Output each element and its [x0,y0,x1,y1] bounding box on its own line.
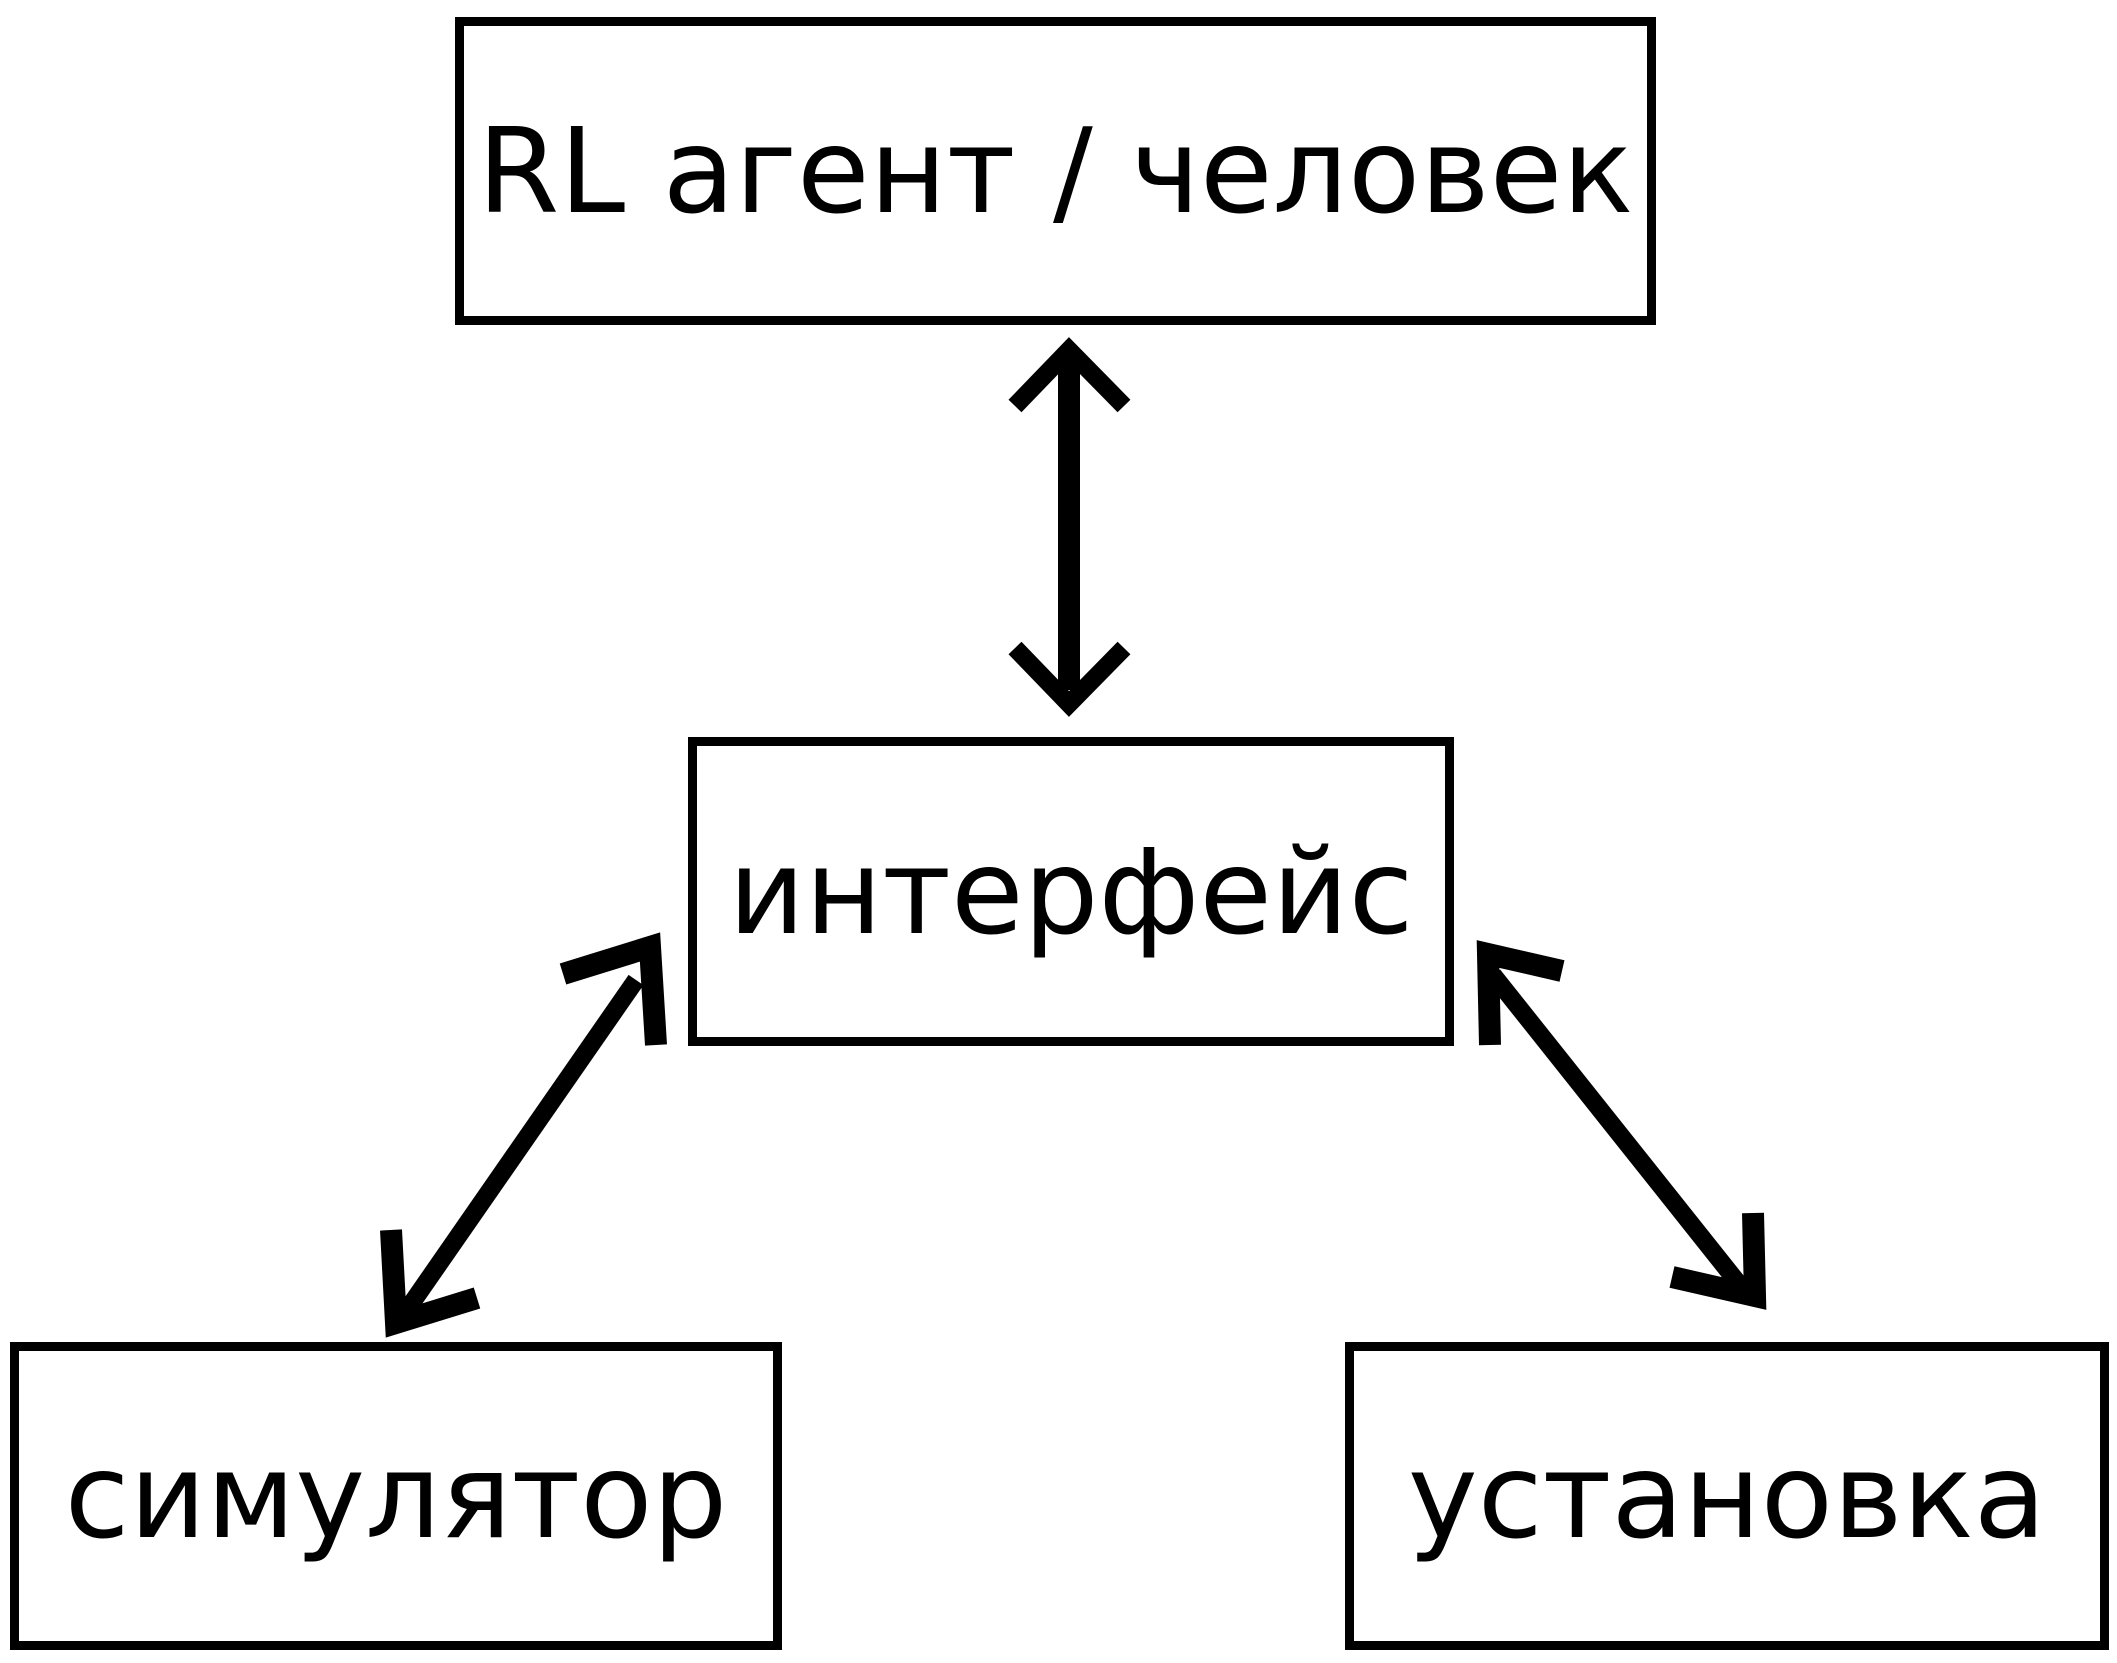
edge-interface-simulator [380,932,667,1338]
edge-agent-interface-arrowhead-bottom [1008,641,1131,717]
node-simulator-label: симулятор [64,1427,728,1565]
edge-interface-setup-arrowhead-bottom [1669,1212,1767,1310]
edge-interface-setup-arrowhead-top [1476,940,1565,1046]
edge-interface-simulator-arrowhead-bottom [380,1229,481,1338]
edge-interface-simulator-shaft [392,974,644,1326]
node-simulator: симулятор [10,1342,782,1650]
node-setup-label: установка [1407,1427,2047,1565]
node-rl-agent-human: RL агент / человек [455,17,1656,325]
node-setup: установка [1345,1342,2109,1650]
node-interface-label: интерфейс [728,822,1414,961]
node-rl-agent-human-label: RL агент / человек [477,102,1634,240]
edge-interface-simulator-arrowhead-top [559,932,667,1046]
edge-agent-interface [1008,337,1131,717]
edge-agent-interface-arrowhead-top [1008,337,1131,413]
edge-interface-setup-shaft [1485,969,1754,1299]
node-interface: интерфейс [688,737,1454,1046]
edge-interface-setup [1476,940,1767,1310]
